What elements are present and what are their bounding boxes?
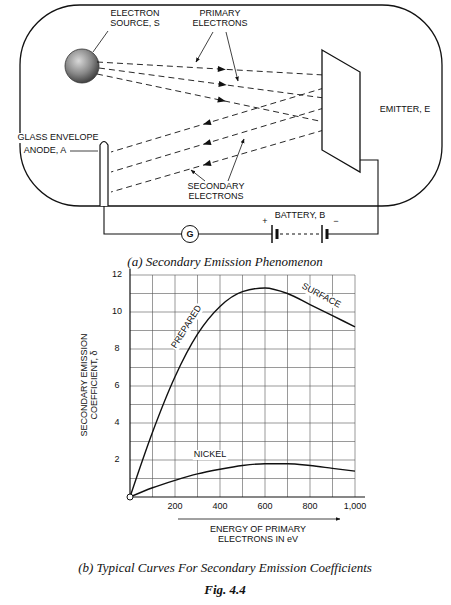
ray-arrowhead bbox=[217, 97, 226, 103]
polarity-sign: − bbox=[332, 217, 339, 227]
tick-label: 4 bbox=[113, 418, 120, 428]
sub-caption: (a) Secondary Emission Phenomenon bbox=[126, 255, 323, 269]
leader-arrows bbox=[70, 32, 244, 181]
part-label: GLASS ENVELOPE bbox=[16, 133, 99, 143]
tick-label: 800 bbox=[301, 502, 318, 512]
axis-title: SECONDARY EMISSION COEFFICIENT, δ bbox=[80, 324, 100, 446]
external-circuit bbox=[104, 160, 378, 243]
emission-curve bbox=[130, 288, 355, 497]
part-label: SECONDARY ELECTRONS bbox=[178, 182, 255, 202]
chart-axes bbox=[130, 268, 365, 519]
tick-label: 600 bbox=[256, 502, 273, 512]
part-label: PRIMARY ELECTRONS bbox=[184, 9, 256, 29]
battery-plate bbox=[271, 225, 273, 243]
grid-line bbox=[130, 330, 355, 331]
polarity-sign: + bbox=[261, 217, 268, 227]
part-label: ANODE, A bbox=[23, 146, 68, 156]
axis-arrow bbox=[178, 519, 340, 520]
symbol-letter: G bbox=[186, 230, 193, 239]
curve-label: SURFACE bbox=[299, 281, 343, 311]
tick-label: 10 bbox=[111, 307, 123, 317]
wire bbox=[327, 160, 378, 234]
grid-line bbox=[130, 460, 355, 461]
anode-rod bbox=[100, 142, 108, 207]
leader-line bbox=[70, 151, 98, 152]
electron-paths bbox=[97, 62, 324, 192]
secondary-ray bbox=[111, 108, 324, 172]
grid-line bbox=[130, 367, 355, 368]
part-label: EMITTER, E bbox=[379, 105, 432, 115]
leader-arrow bbox=[196, 32, 213, 62]
glass-envelope bbox=[20, 5, 442, 206]
grid-line bbox=[130, 423, 355, 424]
figure-caption: Fig. 4.4 bbox=[203, 583, 247, 597]
battery-plate bbox=[276, 229, 279, 239]
primary-ray bbox=[97, 62, 324, 75]
ray-arrowhead bbox=[203, 139, 212, 145]
axis-title: ENERGY OF PRIMARY ELECTRONS IN eV bbox=[197, 525, 319, 545]
galvanometer-symbol: G bbox=[181, 225, 199, 243]
grid-line bbox=[130, 349, 355, 350]
ray-arrowheads bbox=[203, 66, 227, 166]
part-label: ELECTRON SOURCE, S bbox=[99, 9, 171, 29]
primary-ray bbox=[99, 68, 324, 98]
wire bbox=[199, 233, 272, 234]
tick-label: 2 bbox=[113, 455, 120, 465]
grid-line bbox=[130, 441, 355, 442]
tick-label: 400 bbox=[211, 502, 228, 512]
emitter-plate bbox=[322, 50, 360, 172]
leader-arrow bbox=[228, 139, 244, 181]
leader-line bbox=[93, 31, 108, 52]
chart-grid bbox=[130, 275, 355, 497]
leader-arrow bbox=[191, 170, 205, 181]
curve-label: PREPARED bbox=[169, 303, 204, 351]
emission-curve bbox=[130, 464, 355, 497]
battery-plate bbox=[321, 225, 323, 243]
tick-label: 1,000 bbox=[343, 502, 368, 512]
battery-link bbox=[280, 233, 319, 234]
tick-label: 12 bbox=[111, 270, 123, 280]
electron-source bbox=[65, 49, 99, 83]
ray-arrowhead bbox=[203, 160, 212, 166]
secondary-ray bbox=[111, 88, 324, 152]
tick-label: 6 bbox=[113, 381, 120, 391]
grid-line bbox=[130, 312, 355, 313]
tick-label: 200 bbox=[166, 502, 183, 512]
emission-curves bbox=[130, 288, 355, 497]
origin-dot bbox=[127, 494, 133, 500]
leader-arrow bbox=[226, 32, 238, 81]
grid-line bbox=[130, 478, 355, 479]
x-axis bbox=[130, 496, 365, 497]
grid-line bbox=[130, 386, 355, 387]
grid-line bbox=[130, 275, 355, 276]
y-axis bbox=[129, 268, 130, 497]
sub-caption: (b) Typical Curves For Secondary Emissio… bbox=[77, 561, 373, 575]
wire bbox=[104, 206, 181, 234]
tick-label: 8 bbox=[113, 344, 120, 354]
curve-label: NICKEL bbox=[193, 450, 228, 460]
ray-arrowhead bbox=[218, 66, 226, 72]
part-label: BATTERY, B bbox=[274, 211, 327, 221]
ray-arrowhead bbox=[203, 119, 212, 125]
ray-arrowhead bbox=[218, 81, 226, 87]
battery-plate bbox=[326, 229, 329, 239]
